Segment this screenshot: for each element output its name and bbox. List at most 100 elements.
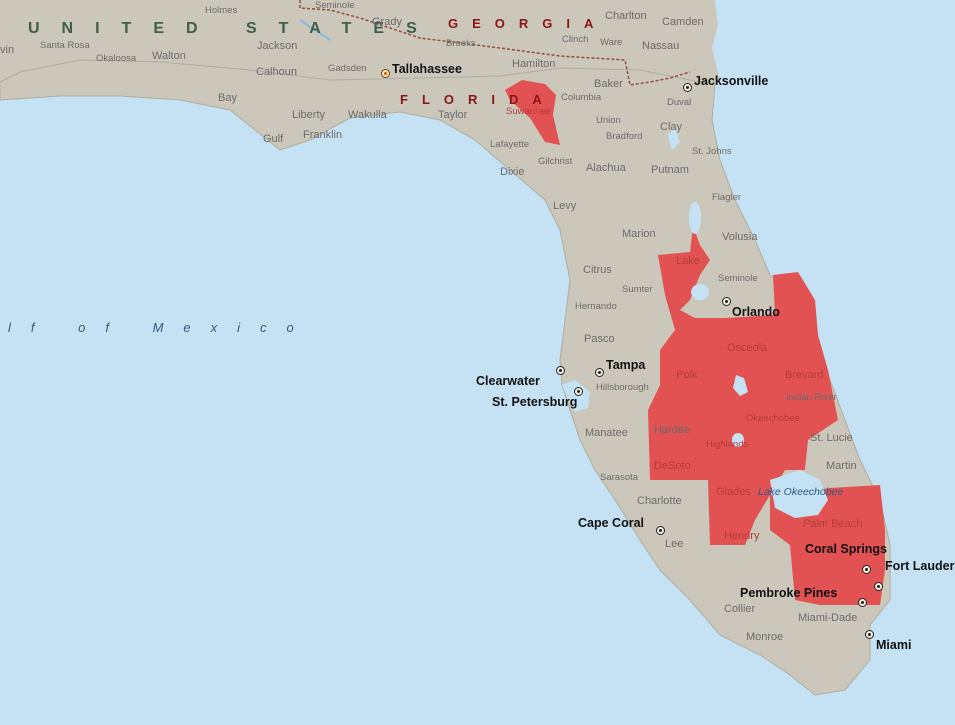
county-putnam: Putnam xyxy=(651,164,689,176)
county-columbia: Columbia xyxy=(561,92,602,103)
county-martin: Martin xyxy=(826,460,857,472)
city-coral-springs[interactable]: Coral Springs xyxy=(805,542,887,556)
county-lake: Lake xyxy=(676,255,700,267)
city-tampa[interactable]: Tampa xyxy=(606,358,646,372)
river xyxy=(299,19,331,41)
county-desoto: DeSoto xyxy=(654,460,691,472)
county-okeechobee: Okeechobee xyxy=(746,413,800,424)
county-wakulla: Wakulla xyxy=(348,109,387,121)
county-marion: Marion xyxy=(622,228,656,240)
county-miami-dade: Miami-Dade xyxy=(798,612,858,624)
county-duval: Duval xyxy=(667,97,692,108)
county-charlotte: Charlotte xyxy=(637,495,682,507)
city-marker-tampa[interactable] xyxy=(595,368,604,377)
county-brooks: Brooks xyxy=(446,38,476,49)
city-pembroke-pines[interactable]: Pembroke Pines xyxy=(740,586,838,600)
county-hillsborough: Hillsborough xyxy=(596,382,649,393)
country-label: UNITED STATES xyxy=(28,20,439,37)
lake-crescent xyxy=(668,128,680,150)
county-gilchrist: Gilchrist xyxy=(538,156,573,167)
county-franklin: Franklin xyxy=(303,129,343,141)
county-santa-rosa: Santa Rosa xyxy=(40,40,90,51)
county-holmes: Holmes xyxy=(205,5,238,16)
city-miami[interactable]: Miami xyxy=(876,638,912,652)
county-nassau: Nassau xyxy=(642,40,680,52)
county-seminole: Seminole xyxy=(718,273,758,284)
county-sarasota: Sarasota xyxy=(600,472,639,483)
county-alachua: Alachua xyxy=(586,162,626,174)
county-okaloosa: Okaloosa xyxy=(96,53,137,64)
county-suwannee: Suwannee xyxy=(506,106,551,117)
county-hendry: Hendry xyxy=(724,530,760,542)
county-hernando: Hernando xyxy=(575,301,617,312)
city-st-petersburg[interactable]: St. Petersburg xyxy=(492,395,578,409)
city-clearwater[interactable]: Clearwater xyxy=(476,374,540,388)
lake-kissimmee xyxy=(733,375,748,396)
lake-okeechobee-label: Lake Okeechobee xyxy=(758,486,844,498)
lake-george xyxy=(689,202,701,234)
county-glades: Glades xyxy=(716,486,751,498)
county-pasco: Pasco xyxy=(584,333,615,345)
county-camden: Camden xyxy=(662,16,704,28)
county-st-lucie: St. Lucie xyxy=(810,432,853,444)
city-marker-coral-springs[interactable] xyxy=(862,565,871,574)
lake-istokpoga xyxy=(732,433,744,447)
county-osceola: Osceola xyxy=(727,342,768,354)
county-citrus: Citrus xyxy=(583,264,612,276)
city-marker-miami[interactable] xyxy=(865,630,874,639)
city-marker-tallahassee[interactable] xyxy=(381,69,390,78)
county-volusia: Volusia xyxy=(722,231,758,243)
county-polk: Polk xyxy=(676,369,698,381)
city-marker-clearwater[interactable] xyxy=(556,366,565,375)
city-tallahassee[interactable]: Tallahassee xyxy=(392,62,462,76)
county-palm-beach: Palm Beach xyxy=(803,518,863,530)
ga-fl-border xyxy=(299,0,691,86)
county-grady: Grady xyxy=(372,16,402,28)
county-lafayette: Lafayette xyxy=(490,139,530,150)
county-lee: Lee xyxy=(665,538,684,550)
county-sumter: Sumter xyxy=(622,284,653,295)
city-marker-fort-lauderdale[interactable] xyxy=(874,582,883,591)
county-gulf: Gulf xyxy=(263,133,284,145)
county-hamilton: Hamilton xyxy=(512,58,556,70)
city-marker-cape-coral[interactable] xyxy=(656,526,665,535)
county-union: Union xyxy=(596,115,621,126)
city-cape-coral[interactable]: Cape Coral xyxy=(578,516,644,530)
county-gadsden: Gadsden xyxy=(328,63,367,74)
county-dixie: Dixie xyxy=(500,166,525,178)
county-levy: Levy xyxy=(553,200,577,212)
county-collier: Collier xyxy=(724,603,756,615)
lake-okeechobee xyxy=(770,470,828,518)
city-marker-orlando[interactable] xyxy=(722,297,731,306)
county-charlton: Charlton xyxy=(605,10,647,22)
county-liberty: Liberty xyxy=(292,109,326,121)
county-indian-river: Indian River xyxy=(786,392,837,403)
county-brevard: Brevard xyxy=(785,369,824,381)
city-fort-lauderdale[interactable]: Fort Lauderdal xyxy=(885,559,955,573)
suwannee-county xyxy=(505,80,560,145)
city-marker-jacksonville[interactable] xyxy=(683,83,692,92)
county-monroe: Monroe xyxy=(746,631,784,643)
county-bradford: Bradford xyxy=(606,131,643,142)
city-marker-st-petersburg[interactable] xyxy=(574,387,583,396)
county-ware: Ware xyxy=(600,37,623,48)
county-winton: vin xyxy=(0,44,15,56)
county-hardee: Hardee xyxy=(654,424,691,436)
florida-land xyxy=(0,59,891,696)
city-jacksonville[interactable]: Jacksonville xyxy=(694,74,769,88)
gulf-label: lf of Mexico xyxy=(8,320,314,335)
county-highlands: Highlands xyxy=(706,439,749,450)
county-manatee: Manatee xyxy=(585,427,628,439)
city-marker-pembroke-pines[interactable] xyxy=(858,598,867,607)
county-jackson: Jackson xyxy=(257,40,298,52)
county-walton: Walton xyxy=(152,50,186,62)
florida-label: FLORIDA xyxy=(400,92,556,107)
county-seminole-ga: Seminole xyxy=(315,0,355,11)
city-orlando[interactable]: Orlando xyxy=(732,305,780,319)
lake-apopka xyxy=(691,284,709,300)
county-bay: Bay xyxy=(218,92,237,104)
county-clay: Clay xyxy=(660,121,683,133)
county-baker: Baker xyxy=(594,78,623,90)
